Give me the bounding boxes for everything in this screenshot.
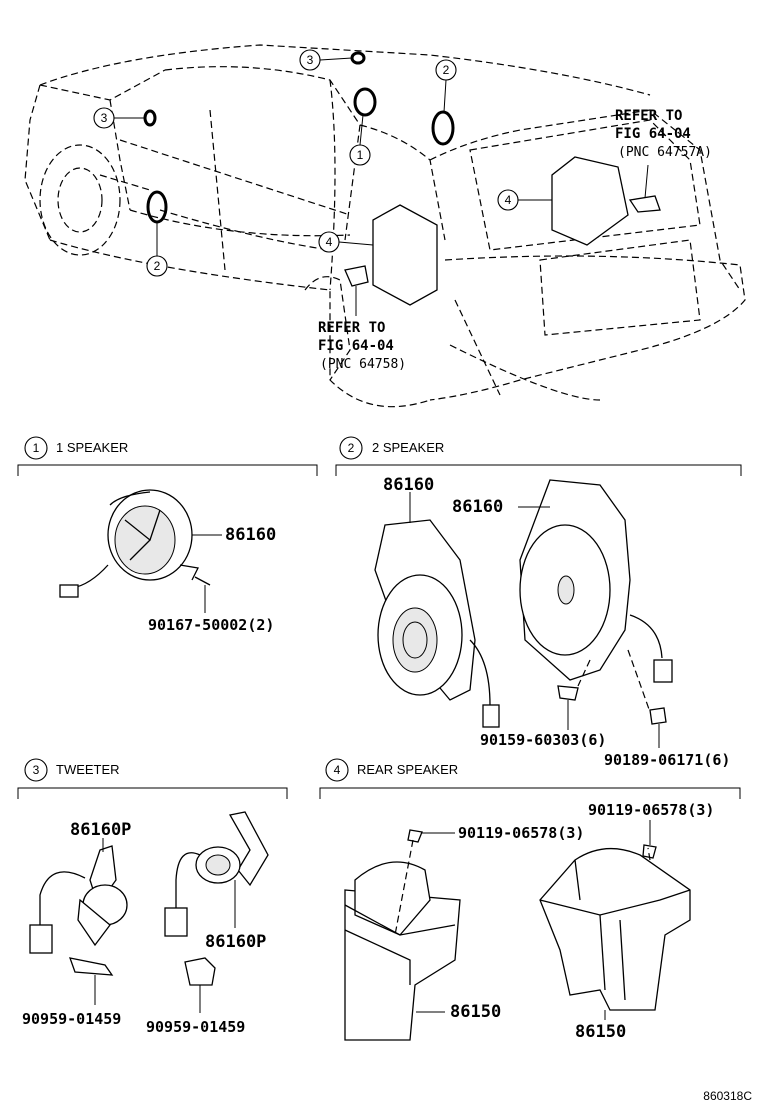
svg-text:4: 4 [334, 763, 341, 777]
section-4-header: 4 REAR SPEAKER [319, 758, 741, 799]
svg-text:1: 1 [33, 441, 40, 455]
speaker-location-rings [143, 51, 661, 306]
section-1-title: 1 SPEAKER [56, 440, 128, 455]
callout-2-top: 2 [443, 63, 450, 77]
section-3-header: 3 TWEETER [17, 758, 288, 799]
part-90159-60303: 90159-60303(6) [480, 731, 606, 749]
part-86150-b: 86150 [575, 1022, 626, 1042]
part-90959-01459-b: 90959-01459 [146, 1018, 245, 1036]
rear-speaker-86150-b [539, 820, 691, 1020]
part-86160P-a: 86160P [70, 820, 131, 840]
svg-text:REFER TO: REFER TO [318, 320, 385, 336]
part-90119-06578-a: 90119-06578(3) [458, 824, 584, 842]
svg-text:REFER TO: REFER TO [615, 108, 682, 124]
section-4-title: REAR SPEAKER [357, 762, 458, 777]
part-86160-s2b: 86160 [452, 497, 503, 517]
section-1-header: 1 1 SPEAKER [17, 436, 318, 476]
section-2-header: 2 2 SPEAKER [335, 436, 742, 476]
callout-3-top: 3 [307, 53, 314, 67]
section-3-title: TWEETER [56, 762, 120, 777]
part-90959-01459-a: 90959-01459 [22, 1010, 121, 1028]
part-90189-06171: 90189-06171(6) [604, 751, 730, 769]
svg-text:FIG 64-04: FIG 64-04 [318, 338, 394, 354]
speaker-86160-s2b [518, 479, 673, 748]
section-2-title: 2 SPEAKER [372, 440, 444, 455]
speaker-86160-s1 [59, 489, 222, 613]
tweeter-86160P-a [29, 838, 128, 1005]
part-86150-a: 86150 [450, 1002, 501, 1022]
reference-rear-bracket: REFER TO FIG 64-04 (PNC 64757A) [615, 108, 712, 160]
part-86160-s2a: 86160 [383, 475, 434, 495]
svg-text:FIG 64-04: FIG 64-04 [615, 126, 691, 142]
rear-speaker-86150-a [344, 829, 461, 1041]
vehicle-outline [24, 44, 746, 408]
vehicle-callouts: 3 3 2 1 2 4 4 [93, 49, 649, 316]
callout-4-rear: 4 [505, 193, 512, 207]
svg-text:(PNC 64758): (PNC 64758) [320, 357, 406, 372]
part-86160-s1: 86160 [225, 525, 276, 545]
figure-code: 860318C [703, 1089, 752, 1103]
callout-3-left: 3 [101, 111, 108, 125]
part-90167-50002: 90167-50002(2) [148, 616, 274, 634]
svg-text:2: 2 [348, 441, 355, 455]
svg-text:(PNC 64757A): (PNC 64757A) [618, 145, 712, 160]
callout-4-side: 4 [326, 235, 333, 249]
tweeter-86160P-b [164, 811, 269, 1013]
reference-side-bracket: REFER TO FIG 64-04 (PNC 64758) [318, 320, 406, 372]
callout-1: 1 [357, 148, 364, 162]
part-90119-06578-b: 90119-06578(3) [588, 801, 714, 819]
svg-text:3: 3 [33, 763, 40, 777]
callout-2-bottom: 2 [154, 259, 161, 273]
part-86160P-b: 86160P [205, 932, 266, 952]
speaker-86160-s2a [374, 492, 500, 728]
